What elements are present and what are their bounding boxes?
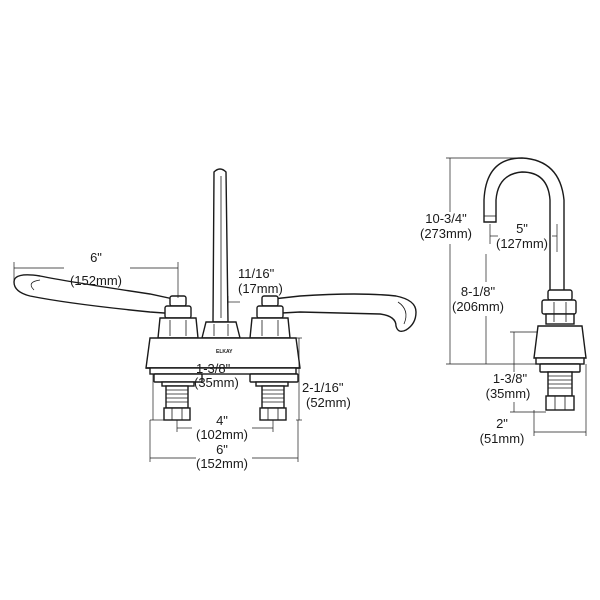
left-blade-handle xyxy=(13,274,179,315)
dim-spout-reach-imperial: 5" xyxy=(516,221,528,236)
right-shank xyxy=(259,385,287,421)
dim-spout-diameter-metric: (17mm) xyxy=(238,281,283,296)
dim-side-shank-metric: (35mm) xyxy=(486,386,531,401)
dim-spout-diameter-lines xyxy=(212,296,240,312)
left-shank xyxy=(163,385,191,421)
side-view: 10-3/4" (273mm) 5" (127mm) 8-1/8" (206mm… xyxy=(420,157,587,446)
spout-base xyxy=(201,321,241,339)
dim-overall-width-imperial: 6" xyxy=(216,442,228,457)
dim-side-shank-lines xyxy=(510,331,546,413)
base-gasket xyxy=(149,367,297,375)
dim-centers-imperial: 4" xyxy=(216,413,228,428)
side-handle-hub xyxy=(541,289,577,325)
dim-handle-length-metric: (152mm) xyxy=(70,273,122,288)
dim-base-depth-metric: (51mm) xyxy=(480,431,525,446)
dim-body-height-metric: (52mm) xyxy=(306,395,351,410)
right-blade-handle xyxy=(263,293,417,333)
left-handle-hub xyxy=(157,295,199,339)
brand-mark: ELKAY xyxy=(216,349,233,355)
dim-overall-height-imperial: 10-3/4" xyxy=(425,211,467,226)
dim-shank-length-metric: (35mm) xyxy=(194,375,239,390)
right-shank-nut xyxy=(249,373,299,387)
dim-handle-length-lines xyxy=(13,262,179,298)
side-shank xyxy=(539,363,581,411)
dim-handle-length-imperial: 6" xyxy=(90,250,102,265)
right-handle-hub xyxy=(249,295,291,339)
dim-centers-lines xyxy=(176,420,274,432)
front-spout xyxy=(212,168,229,323)
dim-overall-height-lines xyxy=(446,157,536,365)
dim-shank-length-imperial: 1-3/8" xyxy=(196,361,231,376)
front-view: ELKAY 6" (152mm) 11/16" (17mm) 1-3/8" (3… xyxy=(13,168,417,471)
dim-spout-reach-metric: (127mm) xyxy=(496,236,548,251)
dim-body-height-lines xyxy=(296,337,302,421)
side-body xyxy=(533,325,587,365)
dim-base-depth-imperial: 2" xyxy=(496,416,508,431)
left-shank-nut xyxy=(153,373,203,387)
dim-overall-width-metric: (152mm) xyxy=(196,456,248,471)
dim-overall-height-metric: (273mm) xyxy=(420,226,472,241)
dim-body-height-imperial: 2-1/16" xyxy=(302,380,344,395)
dim-base-depth-lines xyxy=(533,364,587,436)
dim-spout-diameter-imperial: 11/16" xyxy=(238,266,275,281)
dim-shank-length-lines xyxy=(150,373,164,421)
dim-spout-clearance-metric: (206mm) xyxy=(452,299,504,314)
dim-side-shank-imperial: 1-3/8" xyxy=(493,371,528,386)
dim-overall-width-lines xyxy=(149,420,299,462)
dim-spout-reach-lines xyxy=(489,224,558,252)
dim-spout-clearance-imperial: 8-1/8" xyxy=(461,284,496,299)
dim-centers-metric: (102mm) xyxy=(196,427,248,442)
